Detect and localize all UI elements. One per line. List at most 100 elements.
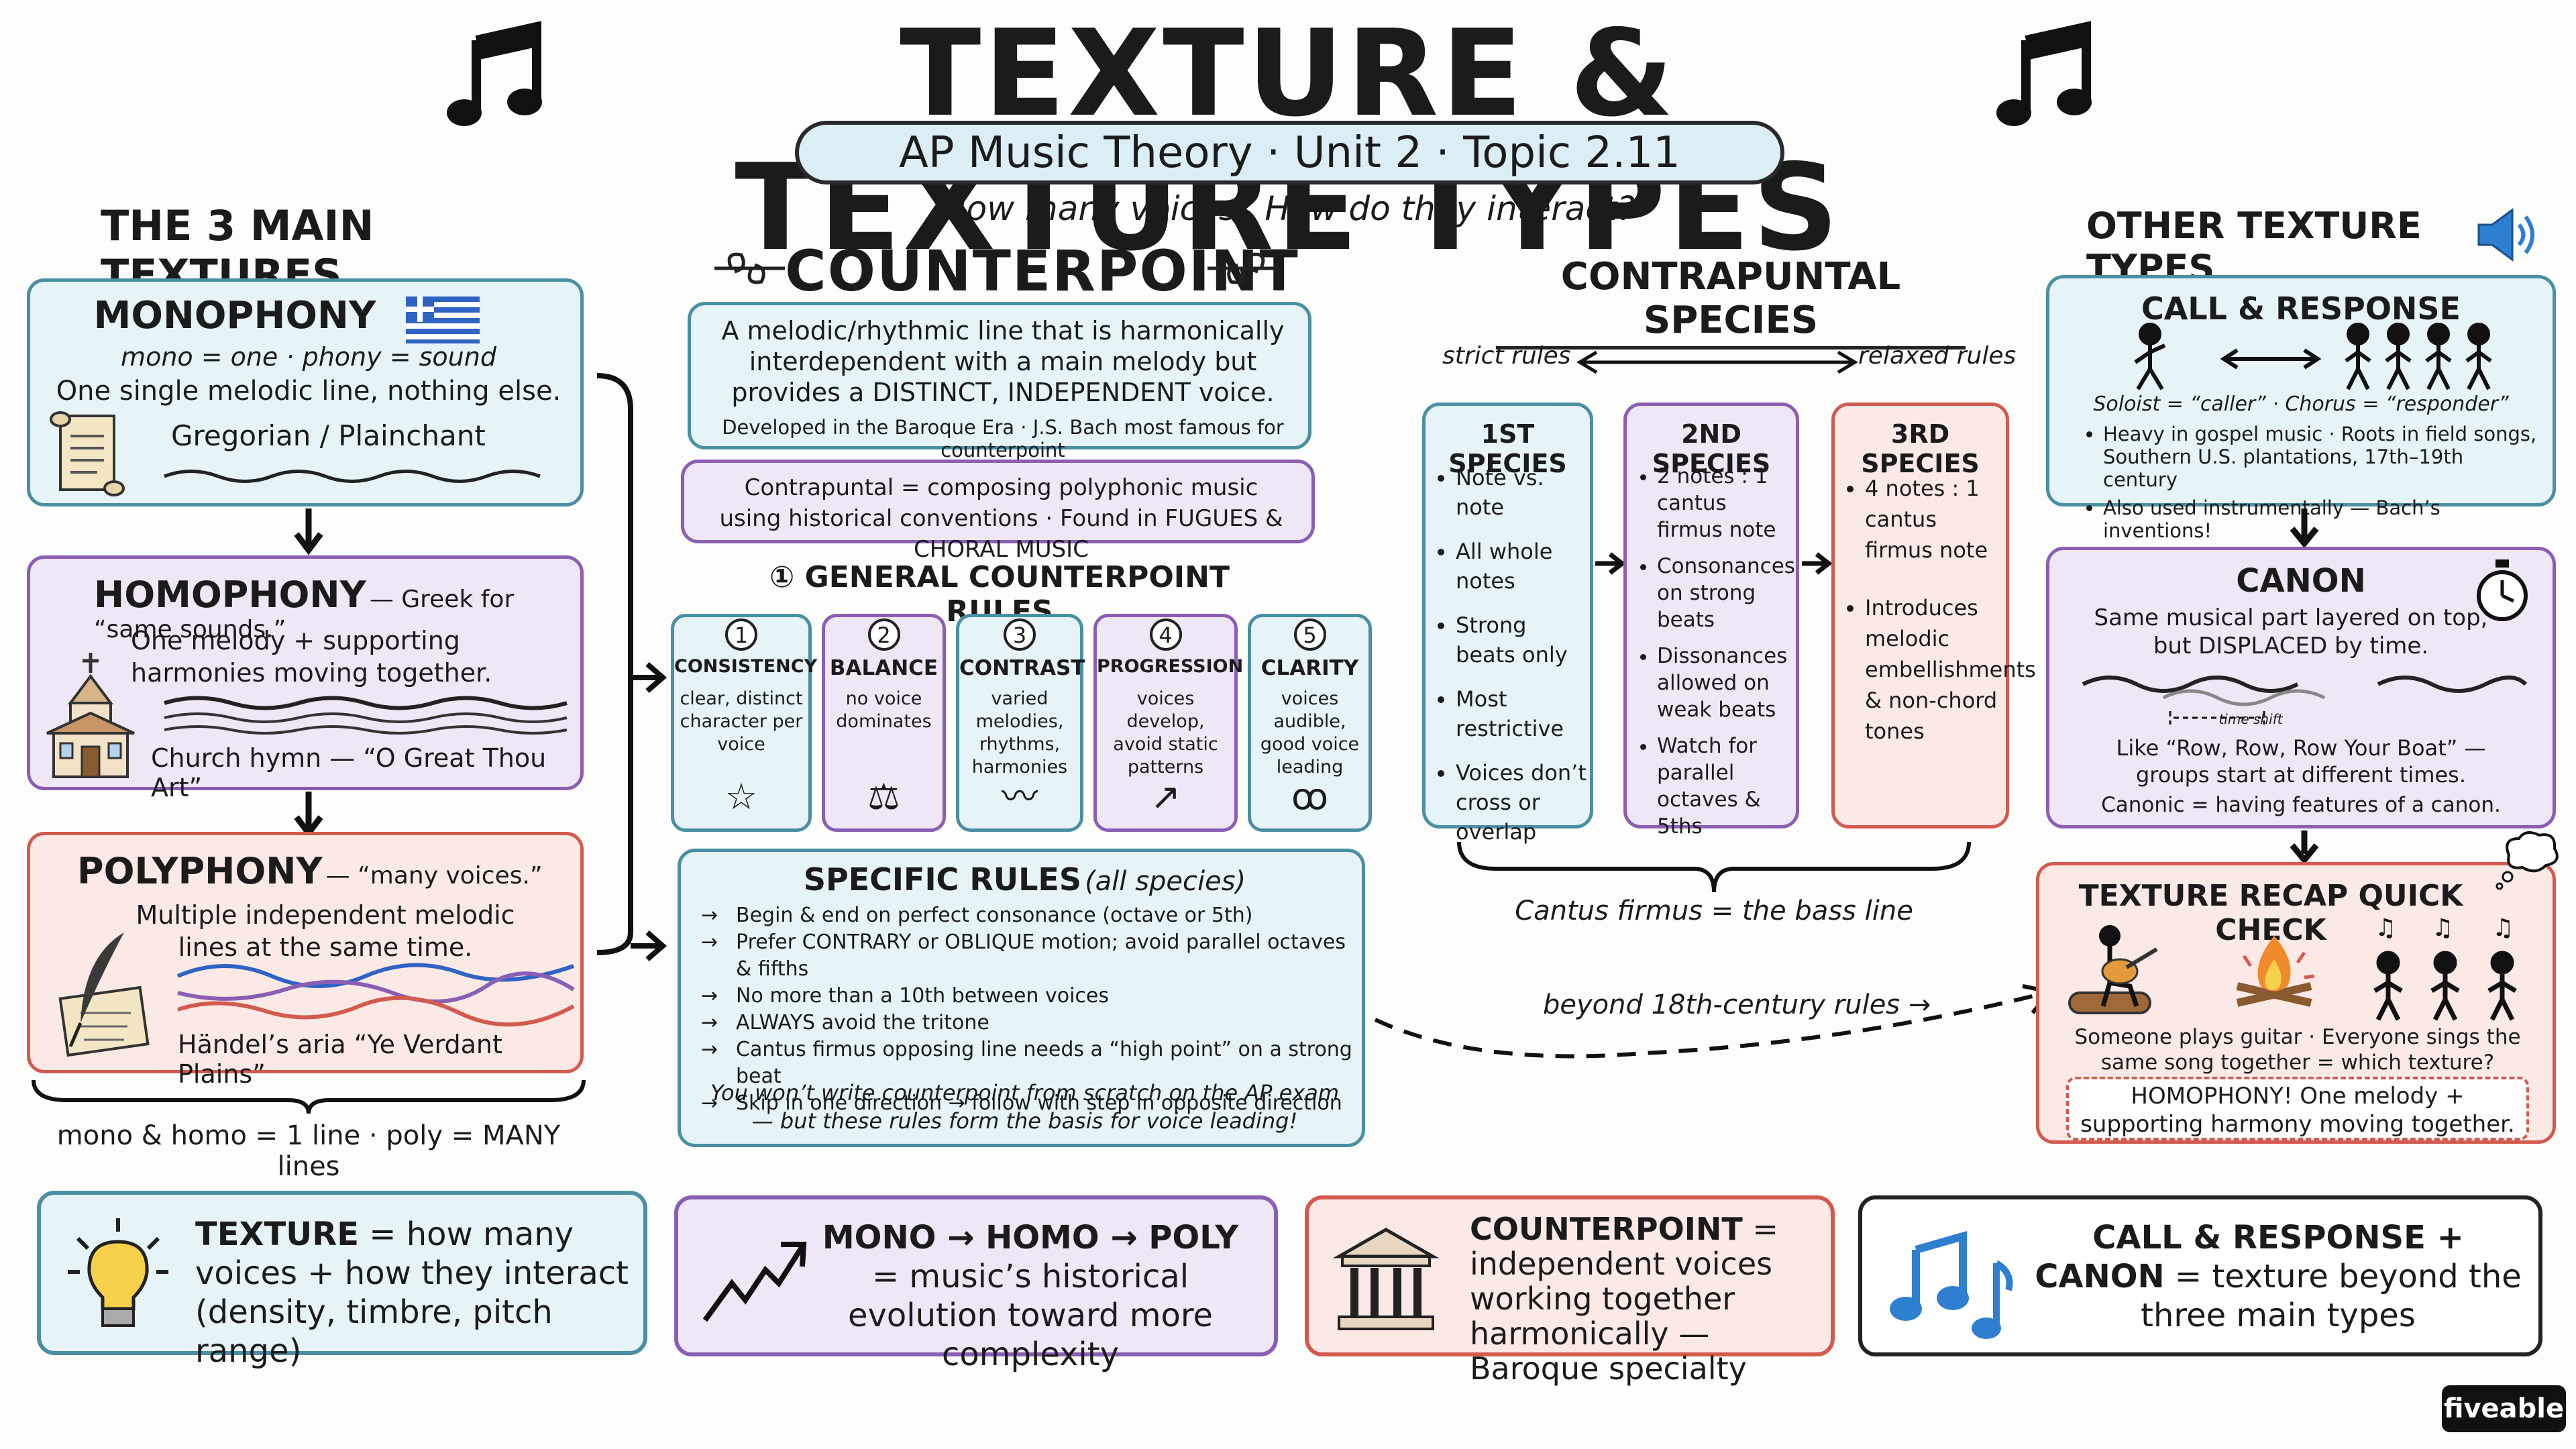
wave-icon: 〰 — [1002, 775, 1038, 818]
trend-arrow-icon: ↗ — [1150, 775, 1181, 818]
footer-evolution-desc: = music’s historical evolution toward mo… — [847, 1258, 1214, 1373]
quill-icon — [58, 932, 150, 1057]
footer-texture-bold: TEXTURE — [195, 1216, 360, 1253]
lightbulb-icon — [68, 1218, 168, 1327]
rising-arrow-icon — [702, 1242, 807, 1322]
quick-check-title: TEXTURE RECAP QUICK CHECK — [2078, 879, 2463, 947]
right-arrow-icon — [1595, 552, 1626, 575]
star-icon: ☆ — [724, 775, 758, 818]
monophony-title: MONOPHONY — [93, 294, 376, 337]
down-arrow-icon — [2290, 508, 2319, 549]
specific-rules-heading-row: SPECIFIC RULES (all species) — [681, 861, 1368, 898]
svg-text:♫: ♫ — [2492, 914, 2514, 942]
rule-number: 5 — [1293, 619, 1326, 651]
guitarist-icon — [2068, 925, 2158, 1014]
call-response-bullet: Heavy in gospel music · Roots in field s… — [2103, 423, 2539, 491]
rule-number: 3 — [1004, 619, 1036, 651]
species-item: Watch for parallel octaves & 5ths — [1657, 733, 1796, 840]
subtitle: AP Music Theory · Unit 2 · Topic 2.11 — [899, 128, 1680, 178]
monophony-card: MONOPHONY mono = one · phony = sound One… — [27, 278, 584, 506]
texture-to-counterpoint-arrows — [596, 373, 667, 962]
canon-example: Like “Row, Row, Row Your Boat” — groups … — [2116, 735, 2486, 788]
summary-brace — [32, 1079, 586, 1114]
footer-counterpoint-bold: COUNTERPOINT — [1470, 1211, 1743, 1247]
species-brace — [1457, 841, 1971, 893]
call-response-title: CALL & RESPONSE — [2141, 290, 2461, 327]
ornament-right-icon — [1208, 252, 1278, 284]
canon-waves — [2082, 676, 2528, 724]
quick-check-card: TEXTURE RECAP QUICK CHECK ♫ ♫ ♫ Someone … — [2036, 831, 2559, 1144]
brand-logo: fiveable — [2442, 1385, 2566, 1432]
footer-counterpoint-text: COUNTERPOINT = independent voices workin… — [1470, 1212, 1832, 1386]
right-arrow-icon — [1802, 552, 1833, 575]
down-arrow-icon — [294, 508, 323, 555]
specific-rule-item: Prefer CONTRARY or OBLIQUE motion; avoid… — [701, 929, 1358, 983]
subtitle-pill: AP Music Theory · Unit 2 · Topic 2.11 — [795, 121, 1784, 184]
monophony-example: Gregorian / Plainchant — [171, 419, 486, 452]
rule-title: CONSISTENCY — [674, 656, 818, 677]
greek-flag-icon — [406, 297, 480, 343]
singers-icon: ♫ ♫ ♫ — [2373, 914, 2517, 1021]
church-icon — [46, 653, 135, 778]
species-item: Most restrictive — [1456, 684, 1590, 743]
strict-rules-label: strict rules — [1442, 342, 1571, 370]
classical-building-icon — [1332, 1228, 1440, 1330]
other-textures-heading: OTHER TEXTURE TYPES — [2086, 205, 2475, 297]
specific-rules-card: SPECIFIC RULES (all species) Begin & end… — [678, 849, 1365, 1147]
contrapuntal-card: Contrapuntal = composing polyphonic musi… — [681, 460, 1315, 563]
homophony-heading: HOMOPHONY — Greek for “same sounds.” — [94, 574, 577, 643]
footer-call-canon-text: CALL & RESPONSE + CANON = texture beyond… — [2023, 1218, 2533, 1335]
first-species-card: 1ST SPECIES Note vs. note All whole note… — [1422, 402, 1593, 845]
footer-call-canon-bold: CALL & RESPONSE + CANON — [2035, 1219, 2464, 1295]
canon-title: CANON — [2236, 562, 2366, 600]
third-species-card: 3RD SPECIES 4 notes : 1 cantus firmus no… — [1831, 402, 2036, 828]
specific-rule-item: No more than a 10th between voices — [701, 983, 1358, 1010]
rule-number: 1 — [725, 619, 757, 651]
canon-card: CANON Same musical part layered on top, … — [2046, 547, 2556, 828]
rule-description: voices develop, avoid static patterns — [1113, 688, 1218, 777]
polyphony-example: Händel’s aria “Ye Verdant Plains” — [178, 1030, 502, 1089]
stopwatch-icon — [2477, 559, 2528, 621]
ornament-left-icon — [714, 252, 785, 284]
canon-time-shift-label: time shift — [2218, 711, 2283, 727]
footer-card-call-canon: CALL & RESPONSE + CANON = texture beyond… — [1858, 1195, 2542, 1356]
polyphony-description: Multiple independent melodic lines at th… — [136, 900, 515, 962]
textures-summary: mono & homo = 1 line · poly = MANY lines — [56, 1120, 561, 1182]
species-item: 2 notes : 1 cantus firmus note — [1657, 463, 1796, 543]
tagline: How many voices? How do they interact? — [941, 189, 1635, 228]
polyphony-title: POLYPHONY — [77, 850, 323, 892]
monophony-description: One single melodic line, nothing else. — [56, 376, 561, 407]
beyond-rules-note: beyond 18th-century rules → — [1543, 989, 1931, 1020]
homophony-card: HOMOPHONY — Greek for “same sounds.” One… — [27, 555, 584, 802]
footer-call-canon-desc: = texture beyond the three main types — [2141, 1258, 2522, 1334]
svg-text:♫: ♫ — [2375, 914, 2396, 942]
species-item: 4 notes : 1 cantus firmus note — [1865, 473, 2006, 566]
rule-title: CONTRAST — [959, 656, 1085, 680]
specific-rules-list: Begin & end on perfect consonance (octav… — [701, 902, 1358, 1117]
monophony-etymology: mono = one · phony = sound — [121, 342, 496, 372]
polyphony-heading: POLYPHONY — “many voices.” — [77, 850, 574, 892]
specific-rule-item: Skip in one direction → follow with step… — [701, 1090, 1358, 1117]
speaker-icon — [2477, 208, 2534, 262]
rule-description: no voice dominates — [836, 688, 932, 732]
scroll-icon — [50, 411, 125, 496]
cantus-firmus-note: Cantus firmus = the bass line — [1515, 896, 1913, 926]
rule-number: 2 — [867, 619, 900, 651]
first-species-list: Note vs. note All whole notes Strong bea… — [1436, 463, 1590, 847]
species-item: Consonances on strong beats — [1657, 553, 1796, 633]
species-item: All whole notes — [1456, 537, 1590, 596]
species-heading: CONTRAPUNTAL SPECIES — [1496, 255, 1966, 350]
campfire-icon — [2236, 936, 2315, 1007]
footer-texture-text: TEXTURE = how many voices + how they int… — [195, 1215, 638, 1371]
homophony-etymology: — Greek for “same sounds.” — [94, 586, 515, 643]
counterpoint-heading: COUNTERPOINT — [785, 238, 1299, 304]
polyphony-card: POLYPHONY — “many voices.” Multiple inde… — [27, 832, 584, 1089]
specific-rules-heading: SPECIFIC RULES — [803, 861, 1081, 898]
call-response-bullet: Also used instrumentally — Bach’s invent… — [2103, 496, 2539, 542]
homophony-example: Church hymn — “O Great Thou Art” — [151, 743, 547, 802]
double-arrow-icon — [1576, 350, 1858, 374]
rule-title: PROGRESSION — [1097, 656, 1244, 677]
